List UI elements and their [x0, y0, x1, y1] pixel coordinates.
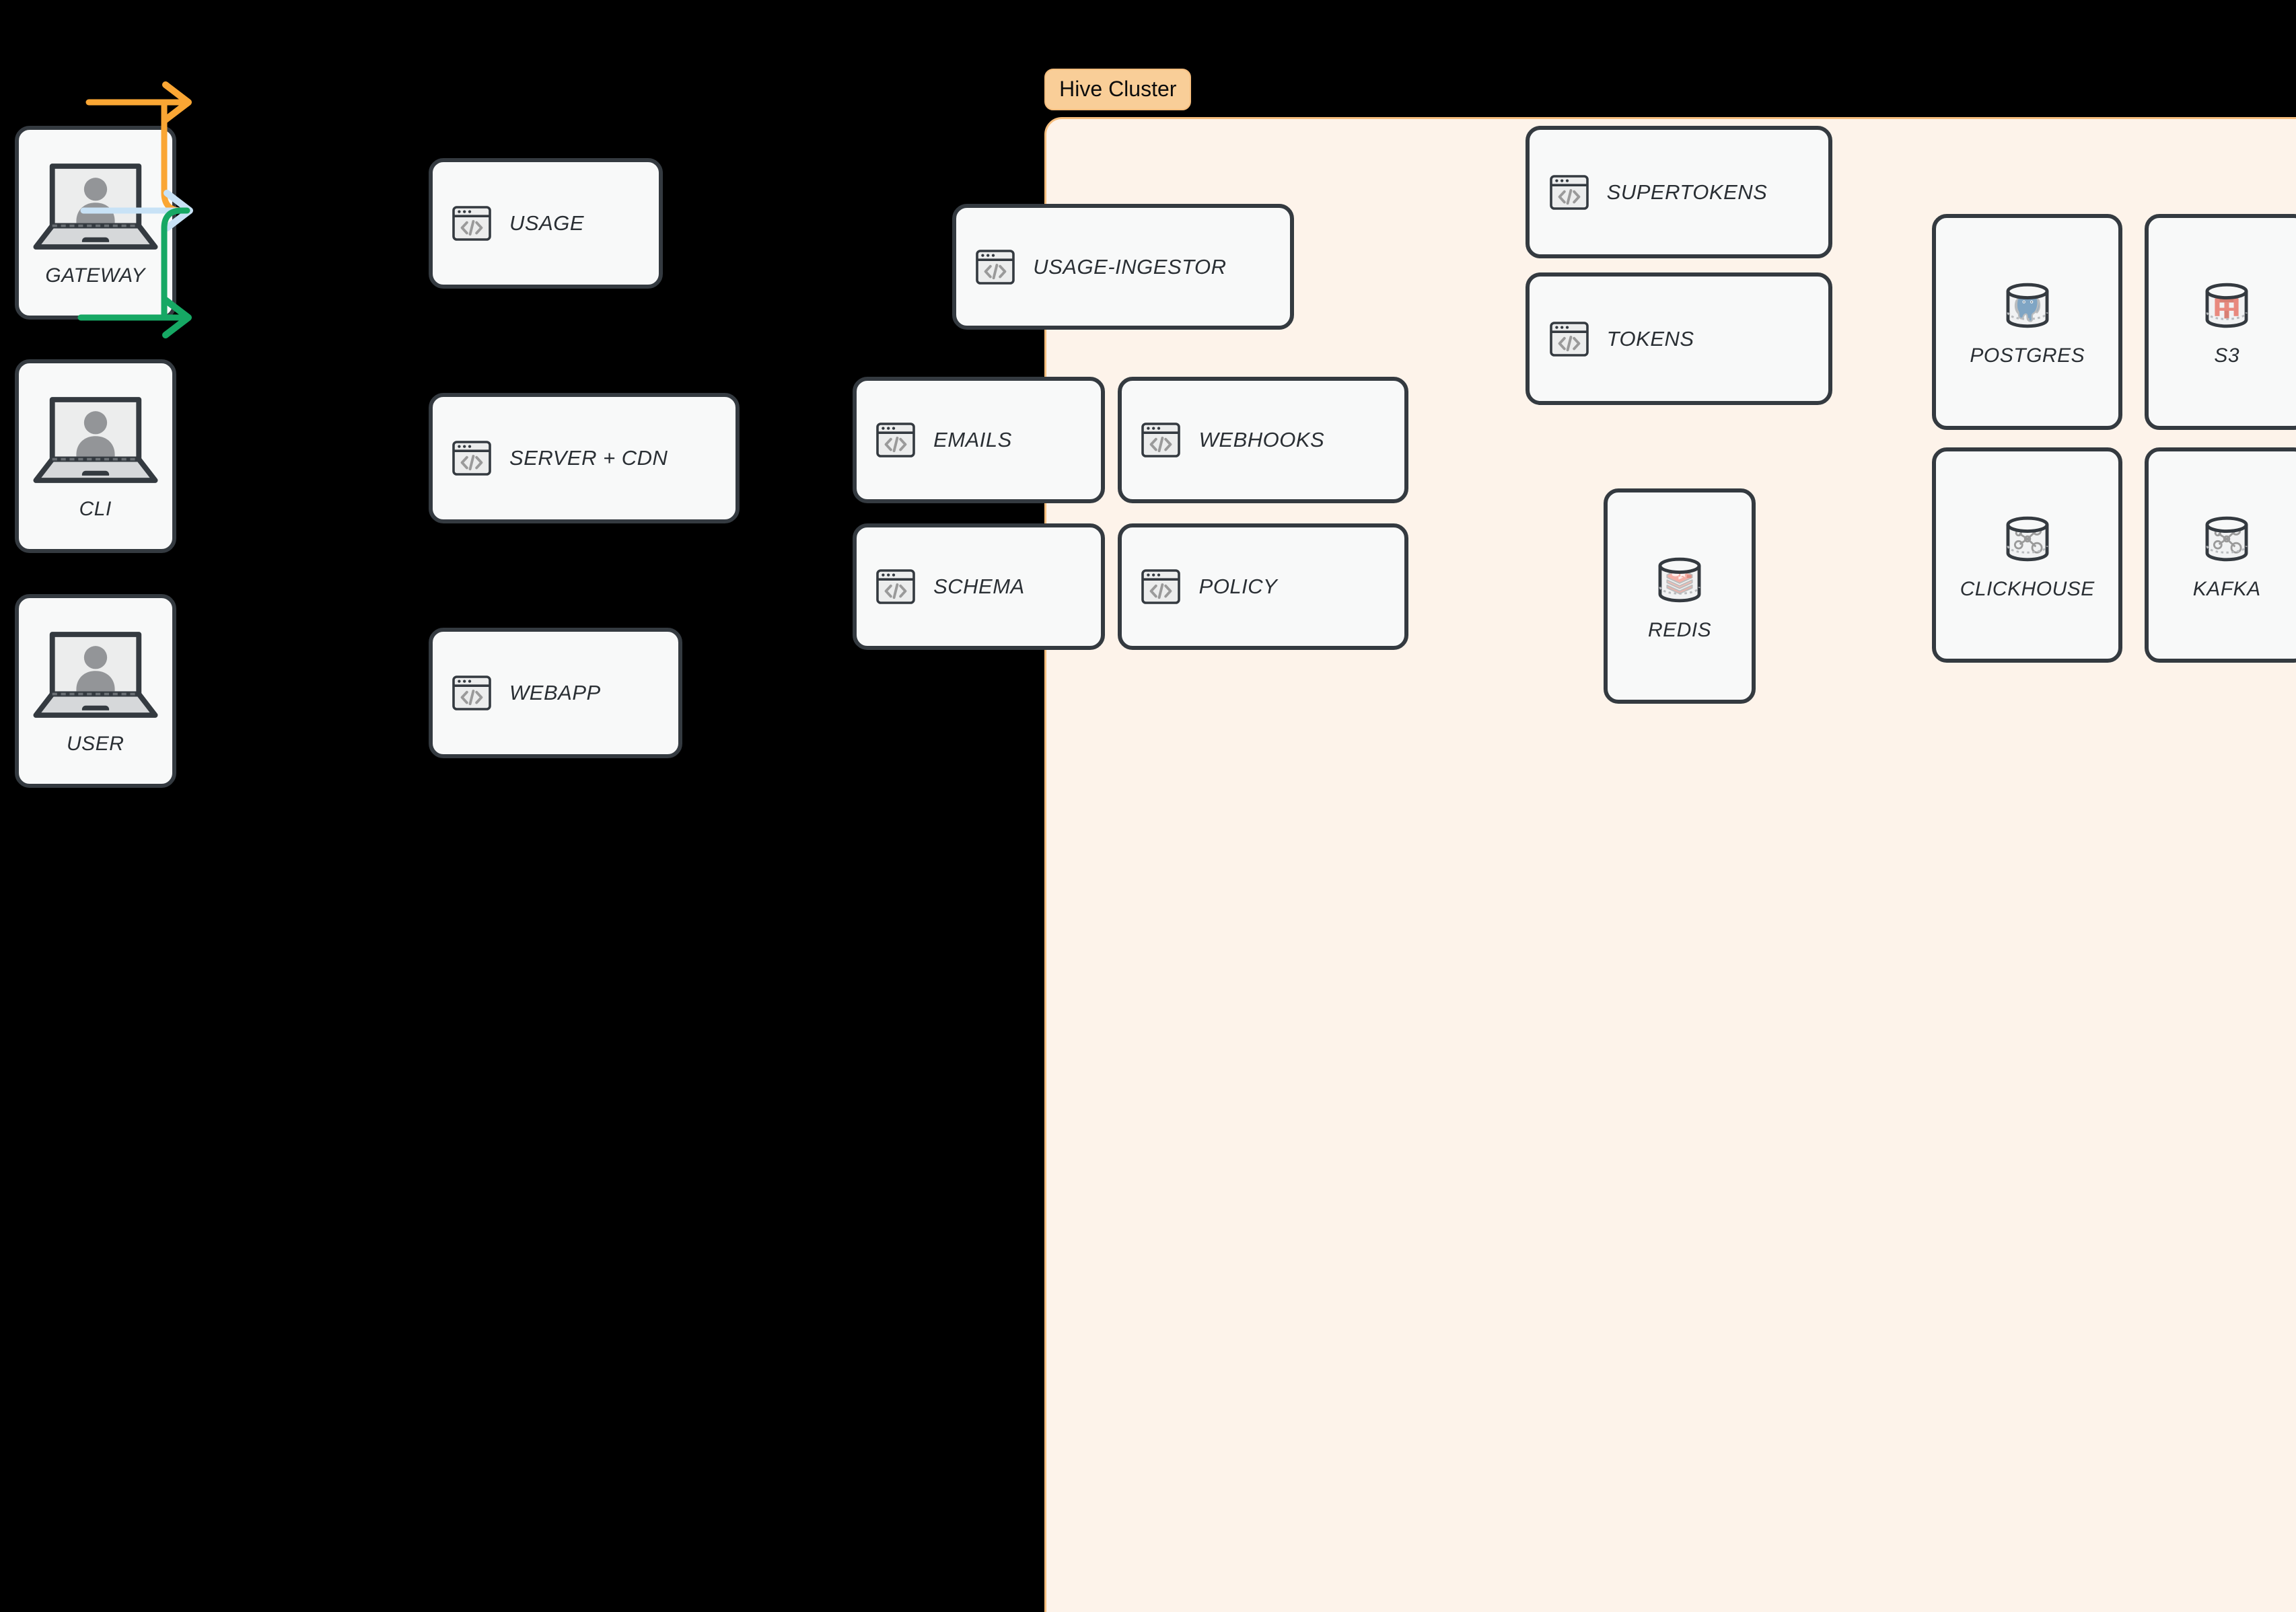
- hive-cluster-label: Hive Cluster: [1044, 69, 1192, 111]
- store-node-label: S3: [2214, 344, 2240, 367]
- service-node-emails[interactable]: EMAILS: [852, 377, 1105, 503]
- store-node-label: KAFKA: [2192, 578, 2261, 601]
- laptop-user-icon: [33, 631, 158, 718]
- laptop-user-icon: [33, 397, 158, 483]
- clickhouse-cylinder-icon: [2006, 516, 2049, 562]
- code-window-icon: [876, 423, 915, 457]
- client-node-label: USER: [67, 732, 124, 755]
- service-node-label: WEBAPP: [509, 681, 601, 705]
- code-window-icon: [452, 675, 491, 710]
- diagram-canvas: Hive Cluster GATEWAY CLI USER: [14, 69, 2296, 1612]
- service-node-label: TOKENS: [1606, 326, 1694, 351]
- s3-cylinder-icon: [2205, 283, 2248, 328]
- service-node-label: SUPERTOKENS: [1606, 180, 1768, 204]
- client-node-label: CLI: [79, 497, 112, 520]
- redis-cylinder-icon: [1658, 557, 1701, 603]
- client-node-user[interactable]: USER: [14, 593, 176, 788]
- service-node-webapp[interactable]: WEBAPP: [428, 628, 682, 759]
- service-node-label: POLICY: [1198, 574, 1278, 598]
- code-window-icon: [1141, 423, 1181, 457]
- service-node-label: USAGE: [509, 211, 585, 235]
- code-window-icon: [1549, 321, 1589, 357]
- service-node-label: SERVER + CDN: [509, 446, 668, 470]
- postgres-cylinder-icon: [2006, 283, 2049, 328]
- code-window-icon: [876, 569, 915, 604]
- laptop-user-icon: [33, 163, 158, 250]
- code-window-icon: [1141, 569, 1181, 604]
- service-node-webhooks[interactable]: WEBHOOKS: [1118, 377, 1408, 503]
- client-node-label: GATEWAY: [45, 264, 145, 287]
- store-node-kafka[interactable]: KAFKA: [2145, 447, 2296, 663]
- service-node-schema[interactable]: SCHEMA: [852, 523, 1105, 650]
- client-node-cli[interactable]: CLI: [14, 359, 176, 553]
- service-node-label: SCHEMA: [933, 574, 1025, 598]
- store-node-label: CLICKHOUSE: [1960, 578, 2095, 601]
- store-node-redis[interactable]: REDIS: [1603, 488, 1756, 704]
- service-node-label: EMAILS: [933, 427, 1012, 451]
- store-node-s3[interactable]: S3: [2145, 214, 2296, 430]
- service-node-label: WEBHOOKS: [1198, 427, 1325, 451]
- service-node-usage-ingestor[interactable]: USAGE-INGESTOR: [952, 204, 1294, 330]
- store-node-label: REDIS: [1648, 619, 1712, 642]
- kafka-cylinder-icon: [2205, 516, 2248, 562]
- service-node-server-cdn[interactable]: SERVER + CDN: [428, 393, 740, 524]
- code-window-icon: [452, 206, 491, 242]
- store-node-clickhouse[interactable]: CLICKHOUSE: [1932, 447, 2123, 663]
- code-window-icon: [1549, 174, 1589, 210]
- service-node-policy[interactable]: POLICY: [1118, 523, 1408, 650]
- code-window-icon: [976, 249, 1015, 285]
- service-node-tokens[interactable]: TOKENS: [1526, 272, 1832, 405]
- code-window-icon: [452, 441, 491, 476]
- service-node-label: USAGE-INGESTOR: [1033, 254, 1227, 279]
- service-node-usage[interactable]: USAGE: [428, 158, 663, 289]
- store-node-label: POSTGRES: [1970, 344, 2085, 367]
- store-node-postgres[interactable]: POSTGRES: [1932, 214, 2123, 430]
- service-node-supertokens[interactable]: SUPERTOKENS: [1526, 126, 1832, 258]
- client-node-gateway[interactable]: GATEWAY: [14, 126, 176, 320]
